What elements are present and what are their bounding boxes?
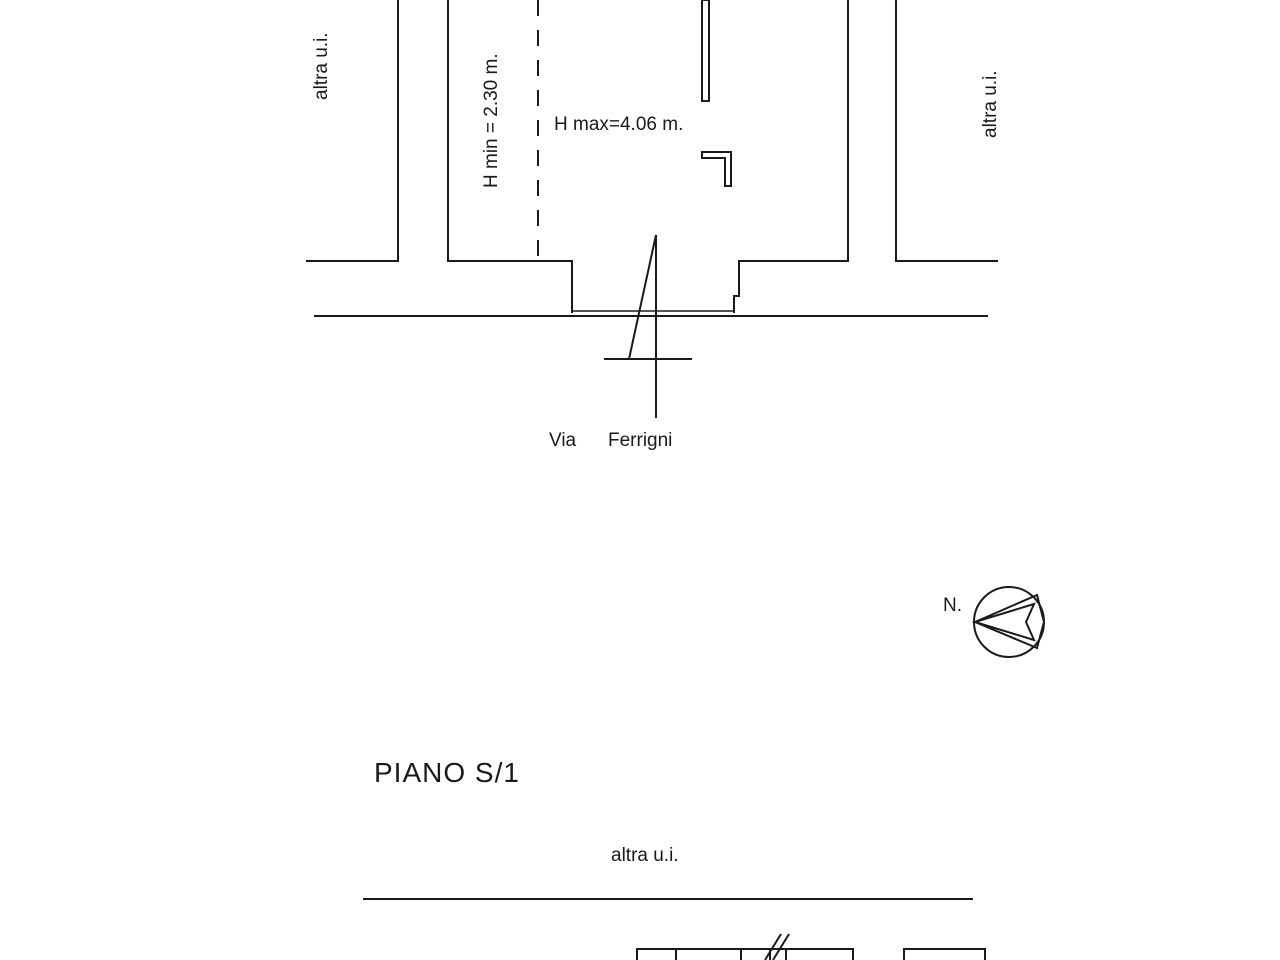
top-neighbor-label: altra u.i. bbox=[611, 845, 679, 866]
north-compass: N. bbox=[943, 586, 1046, 658]
interior-corner-element bbox=[701, 151, 732, 187]
left-neighbor-wall bbox=[306, 0, 399, 262]
lower-wall-segments bbox=[636, 948, 986, 960]
h-max-label: H max=4.06 m. bbox=[554, 114, 683, 135]
right-neighbor-wall bbox=[895, 0, 998, 262]
right-neighbor-label: altra u.i. bbox=[980, 70, 1001, 138]
upper-plan: altra u.i. altra u.i. H min = 2.30 m. H … bbox=[306, 0, 1001, 451]
compass-label: N. bbox=[943, 595, 962, 616]
north-arrow-icon bbox=[971, 593, 1046, 650]
unit-left-wall bbox=[447, 0, 573, 313]
h-min-label: H min = 2.30 m. bbox=[481, 53, 502, 188]
interior-column bbox=[701, 0, 710, 102]
lower-plan: PIANO S/1 altra u.i. bbox=[363, 757, 986, 960]
street-name-word-1: Via bbox=[549, 430, 577, 451]
left-neighbor-label: altra u.i. bbox=[311, 32, 332, 100]
unit-right-wall bbox=[733, 0, 849, 313]
floor-title: PIANO S/1 bbox=[374, 757, 520, 788]
lower-section-cut-marker bbox=[764, 933, 790, 960]
street-name-word-2: Ferrigni bbox=[608, 430, 672, 451]
section-cut-marker bbox=[604, 234, 692, 418]
